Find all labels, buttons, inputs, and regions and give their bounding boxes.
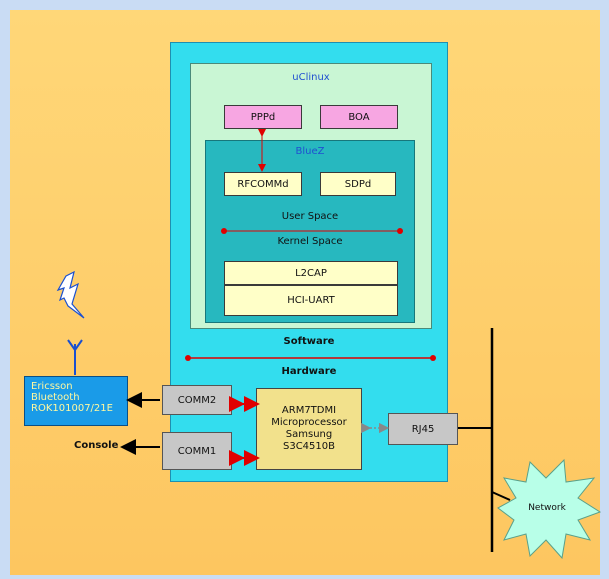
rj45-box: RJ45 xyxy=(388,413,458,445)
software-hardware-divider-end-left xyxy=(185,355,191,361)
comm1-box: COMM1 xyxy=(162,432,232,470)
lightning-icon xyxy=(56,270,85,319)
hci-uart-box: HCI-UART xyxy=(224,285,398,316)
cpu-line-2: Microprocessor xyxy=(271,417,347,428)
antenna-icon xyxy=(67,339,83,375)
cpu-line-4: S3C4510B xyxy=(282,441,335,452)
pppd-box: PPPd xyxy=(224,105,302,129)
bluez-label: BlueZ xyxy=(295,146,325,157)
l2cap-box: L2CAP xyxy=(224,261,398,285)
bluetooth-line-2: Bluetooth xyxy=(31,392,80,403)
user-kernel-divider-end-left xyxy=(221,228,227,234)
sdpd-box: SDPd xyxy=(320,172,396,196)
uclinux-label: uClinux xyxy=(292,72,330,83)
kernel-space-label: Kernel Space xyxy=(277,236,343,247)
console-label: Console xyxy=(74,440,119,451)
rfcommd-box: RFCOMMd xyxy=(224,172,302,196)
boa-box: BOA xyxy=(320,105,398,129)
user-kernel-divider-end-right xyxy=(397,228,403,234)
cpu-box: ARM7TDMI Microprocessor Samsung S3C4510B xyxy=(256,388,362,470)
user-space-label: User Space xyxy=(281,211,339,222)
network-cloud xyxy=(497,458,602,560)
cpu-line-1: ARM7TDMI xyxy=(281,405,337,416)
network-label: Network xyxy=(528,503,566,513)
software-hardware-divider-end-right xyxy=(430,355,436,361)
bus-network-link xyxy=(491,491,511,501)
bluetooth-line-1: Ericsson xyxy=(31,381,73,392)
cpu-line-3: Samsung xyxy=(285,429,333,440)
software-label: Software xyxy=(283,336,335,347)
bluetooth-line-3: ROK101007/21E xyxy=(31,403,113,414)
bluetooth-module: Ericsson Bluetooth ROK101007/21E xyxy=(24,376,128,426)
hardware-label: Hardware xyxy=(281,366,337,377)
